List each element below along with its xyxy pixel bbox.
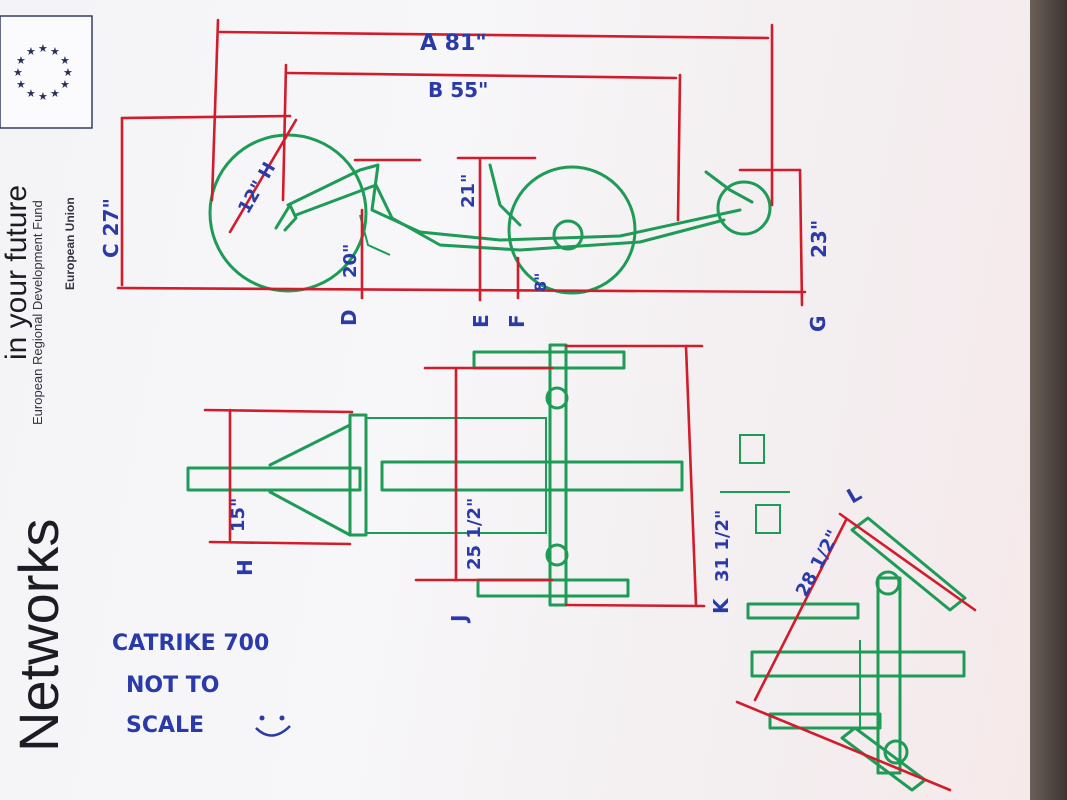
- dim-8-label: 8": [531, 273, 550, 292]
- dim-b-line: [286, 71, 678, 80]
- rot-wheel-bottom: [840, 726, 927, 792]
- main-frame-lower: [294, 183, 726, 252]
- label-k: K: [709, 597, 733, 614]
- dim-h-label: 12" H: [234, 159, 280, 218]
- svg-text:★: ★: [50, 45, 60, 58]
- rot-kingpin-top: [875, 570, 901, 596]
- eu-flag-box: [0, 15, 93, 129]
- svg-text:★: ★: [63, 66, 73, 79]
- centre-tube: [380, 460, 684, 492]
- rot-bar-2: [750, 650, 966, 678]
- eu-poster: ★★★ ★★★ ★★★ ★★★ Networks in your future …: [0, 15, 93, 752]
- note-not-to: NOT TO: [126, 673, 220, 698]
- rot-bar-3: [768, 712, 882, 730]
- dim-28-bottom-ext: [735, 700, 952, 792]
- front-hub: [552, 219, 584, 251]
- side-view: A 81" B 55" C 27" 12" H 20" 21" 8" 23" D…: [99, 18, 831, 332]
- rot-wheel-top: [850, 516, 967, 612]
- seat-cross-left: [348, 413, 368, 537]
- svg-text:★: ★: [60, 54, 70, 67]
- dim-b-left-ext: [281, 63, 288, 202]
- dim-c-label: C 27": [99, 198, 123, 258]
- poster-title: Networks: [7, 519, 70, 752]
- svg-text:★: ★: [26, 45, 36, 58]
- eu-stars-icon: ★★★ ★★★ ★★★ ★★★: [13, 42, 73, 103]
- dim-31-line: [684, 344, 698, 607]
- top-view: 15" 25 1/2" 31 1/2" H J K: [186, 343, 790, 624]
- label-d: D: [337, 309, 361, 326]
- label-g: G: [806, 316, 830, 332]
- front-wheel-right: [476, 578, 630, 598]
- dim-b-label: B 55": [428, 78, 488, 102]
- dim-31-label: 31 1/2": [712, 510, 733, 582]
- svg-text:★: ★: [38, 90, 48, 103]
- dim-23-line: [798, 168, 804, 307]
- poster-line-eu: European Union: [63, 197, 77, 290]
- crank-chainring: [716, 180, 772, 236]
- svg-text:★: ★: [38, 42, 48, 55]
- svg-text:★: ★: [16, 54, 26, 67]
- dim-a-label: A 81": [420, 31, 487, 56]
- front-wheel: [507, 165, 637, 295]
- paper-sheet: [0, 0, 1030, 800]
- dim-21-label: 21": [458, 174, 479, 208]
- note-scale: SCALE: [126, 713, 204, 738]
- svg-text:★: ★: [26, 87, 36, 100]
- svg-text:★: ★: [13, 66, 23, 79]
- rear-triangle: [268, 423, 352, 537]
- steering-post: [488, 163, 522, 227]
- dim-b-right-ext: [676, 73, 682, 222]
- poster-line-fund: European Regional Development Fund: [30, 200, 45, 425]
- dim-23-label: 23": [807, 220, 831, 258]
- svg-text:★: ★: [60, 78, 70, 91]
- svg-text:★: ★: [50, 87, 60, 100]
- dim-28-label: 28 1/2": [792, 527, 844, 601]
- dim-a-left-ext: [210, 18, 220, 202]
- rear-boom-tube: [186, 466, 362, 492]
- svg-text:★: ★: [16, 78, 26, 91]
- label-e: E: [469, 314, 493, 328]
- dim-28-line: [753, 518, 848, 702]
- dim-15-top: [203, 408, 354, 414]
- label-l: L: [843, 481, 866, 508]
- dim-15-bottom: [208, 540, 352, 546]
- kingpin-right: [545, 543, 569, 567]
- rear-dropout: [274, 203, 298, 232]
- boom: [704, 170, 754, 204]
- kingpin-left: [545, 386, 569, 410]
- handwritten-notes: CATRIKE 700 NOT TO SCALE :): [112, 631, 291, 738]
- smiley-icon: :): [255, 715, 291, 737]
- dim-25-label: 25 1/2": [464, 498, 485, 570]
- rotated-view: 28 1/2" L: [735, 481, 977, 792]
- table-edge: [1030, 0, 1067, 800]
- dim-a-line: [218, 30, 770, 40]
- front-axle: [548, 343, 568, 607]
- dim-31-bottom: [564, 603, 706, 608]
- dim-28-top-ext: [838, 512, 977, 612]
- dim-15-label: 15": [228, 498, 249, 532]
- dim-c-top-ext: [120, 114, 292, 120]
- dim-20-label: 20": [340, 244, 361, 278]
- label-f: F: [505, 314, 529, 328]
- crank-top: [755, 504, 781, 534]
- poster-line-future: in your future: [0, 185, 33, 360]
- note-model: CATRIKE 700: [112, 631, 269, 656]
- label-j: J: [447, 615, 471, 624]
- label-h: H: [233, 559, 257, 576]
- dim-h-line: [228, 118, 298, 234]
- chainring-top: [739, 434, 765, 464]
- ground-line: [116, 286, 807, 294]
